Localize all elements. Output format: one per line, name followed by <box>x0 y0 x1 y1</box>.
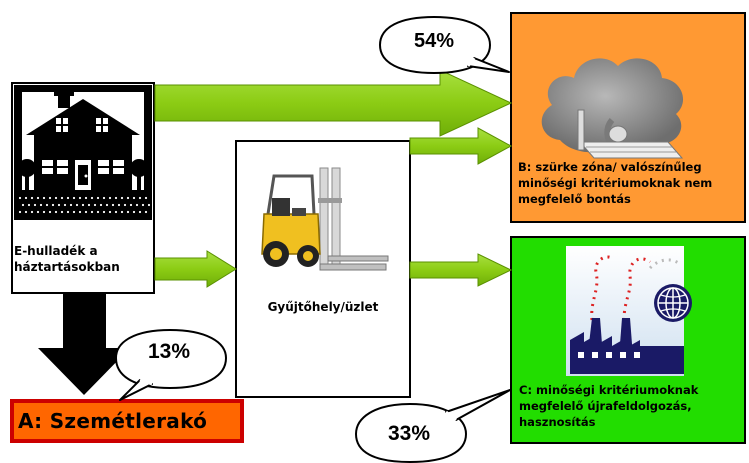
arrow-collection-to-c <box>409 253 513 287</box>
arrow-household-to-b <box>154 69 513 137</box>
outcome-c-label: C: minőségi kritériumoknak megfelelő újr… <box>519 383 699 429</box>
household-label: E-hulladék a háztartásokban <box>14 244 120 274</box>
collection-label: Gyűjtőhely/üzlet <box>267 300 379 314</box>
arrow-household-to-collection <box>154 250 237 288</box>
smoke-computer-icon <box>541 58 684 159</box>
house-icon <box>14 85 152 220</box>
outcome-b-label: B: szürke zóna/ valószínűleg minőségi kr… <box>518 160 713 206</box>
outcome-c-share: 33% <box>387 422 431 445</box>
bubble-13 <box>114 328 228 401</box>
ground-dots <box>18 196 151 214</box>
outcome-a-share: 13% <box>147 340 191 363</box>
factory-globe-icon <box>566 246 692 376</box>
arrow-to-landfill <box>38 293 130 395</box>
outcome-b-share: 54% <box>413 30 455 52</box>
outcome-a-label: A: Szemétlerakó <box>18 409 208 433</box>
arrow-collection-to-b <box>409 127 513 165</box>
forklift-icon <box>261 167 389 271</box>
landfill-box <box>10 399 244 443</box>
bubble-54 <box>378 15 510 75</box>
bubble-33 <box>354 389 511 463</box>
